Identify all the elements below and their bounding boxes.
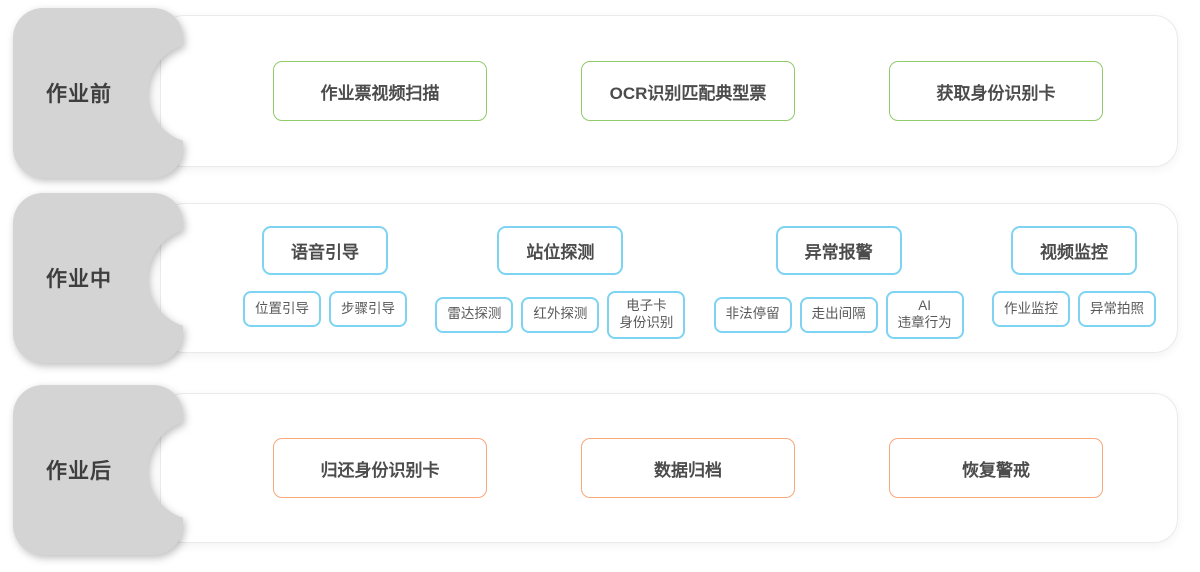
sub-radar-detection: 雷达探测 xyxy=(435,296,514,333)
box-ocr-match-typical-ticket: OCR识别匹配典型票 xyxy=(581,61,795,121)
tab-notched-shape xyxy=(13,8,183,178)
stage-panel-post-work: 归还身份识别卡 数据归档 恢复警戒 xyxy=(160,393,1178,543)
sub-ai-violation: AI 违章行为 xyxy=(885,291,964,339)
box-restore-alert: 恢复警戒 xyxy=(889,438,1103,498)
stage-panel-during-work: 语音引导 位置引导 步骤引导 站位探测 雷达探测 红外探测 电子卡 身份识别 异… xyxy=(160,203,1178,353)
stage-tab-pre-work: 作业前 xyxy=(13,8,183,178)
sub-position-guide: 位置引导 xyxy=(243,291,321,327)
box-get-id-card: 获取身份识别卡 xyxy=(889,61,1103,121)
sub-infrared-detection: 红外探测 xyxy=(521,296,600,333)
stage-tab-post-work: 作业后 xyxy=(13,385,183,555)
stage-tab-label-post-work: 作业后 xyxy=(46,460,112,483)
box-ticket-video-scan: 作业票视频扫描 xyxy=(273,61,487,121)
sub-row-abnormal-alarm: 非法停留 走出间隔 AI 违章行为 xyxy=(713,291,964,339)
group-abnormal-alarm: 异常报警 非法停留 走出间隔 AI 违章行为 xyxy=(713,226,964,339)
sub-step-guide: 步骤引导 xyxy=(329,291,407,327)
box-return-id-card: 归还身份识别卡 xyxy=(273,438,487,498)
tab-notched-shape xyxy=(13,385,183,555)
stage-panel-pre-work: 作业票视频扫描 OCR识别匹配典型票 获取身份识别卡 xyxy=(160,15,1178,167)
box-video-surveillance: 视频监控 xyxy=(1010,226,1137,275)
sub-work-monitor: 作业监控 xyxy=(991,291,1070,327)
group-position-detection: 站位探测 雷达探测 红外探测 电子卡 身份识别 xyxy=(435,226,686,339)
group-voice-guidance: 语音引导 位置引导 步骤引导 xyxy=(243,226,407,327)
box-abnormal-alarm: 异常报警 xyxy=(775,226,902,275)
sub-leave-interval: 走出间隔 xyxy=(799,296,878,333)
sub-row-position-detection: 雷达探测 红外探测 电子卡 身份识别 xyxy=(435,291,686,339)
box-voice-guidance: 语音引导 xyxy=(262,226,388,275)
sub-illegal-stay: 非法停留 xyxy=(713,296,792,333)
stage-tab-during-work: 作业中 xyxy=(13,193,183,363)
box-position-detection: 站位探测 xyxy=(497,226,624,275)
group-video-surveillance: 视频监控 作业监控 异常拍照 xyxy=(991,226,1156,327)
box-data-archive: 数据归档 xyxy=(581,438,795,498)
stage-tab-label-during-work: 作业中 xyxy=(46,268,112,291)
sub-row-voice-guidance: 位置引导 步骤引导 xyxy=(243,291,407,327)
tab-notched-shape xyxy=(13,193,183,363)
stage-tab-label-pre-work: 作业前 xyxy=(46,83,112,106)
sub-ecard-identity: 电子卡 身份识别 xyxy=(607,291,686,339)
sub-row-video-surveillance: 作业监控 异常拍照 xyxy=(991,291,1156,327)
sub-abnormal-capture: 异常拍照 xyxy=(1077,291,1156,327)
